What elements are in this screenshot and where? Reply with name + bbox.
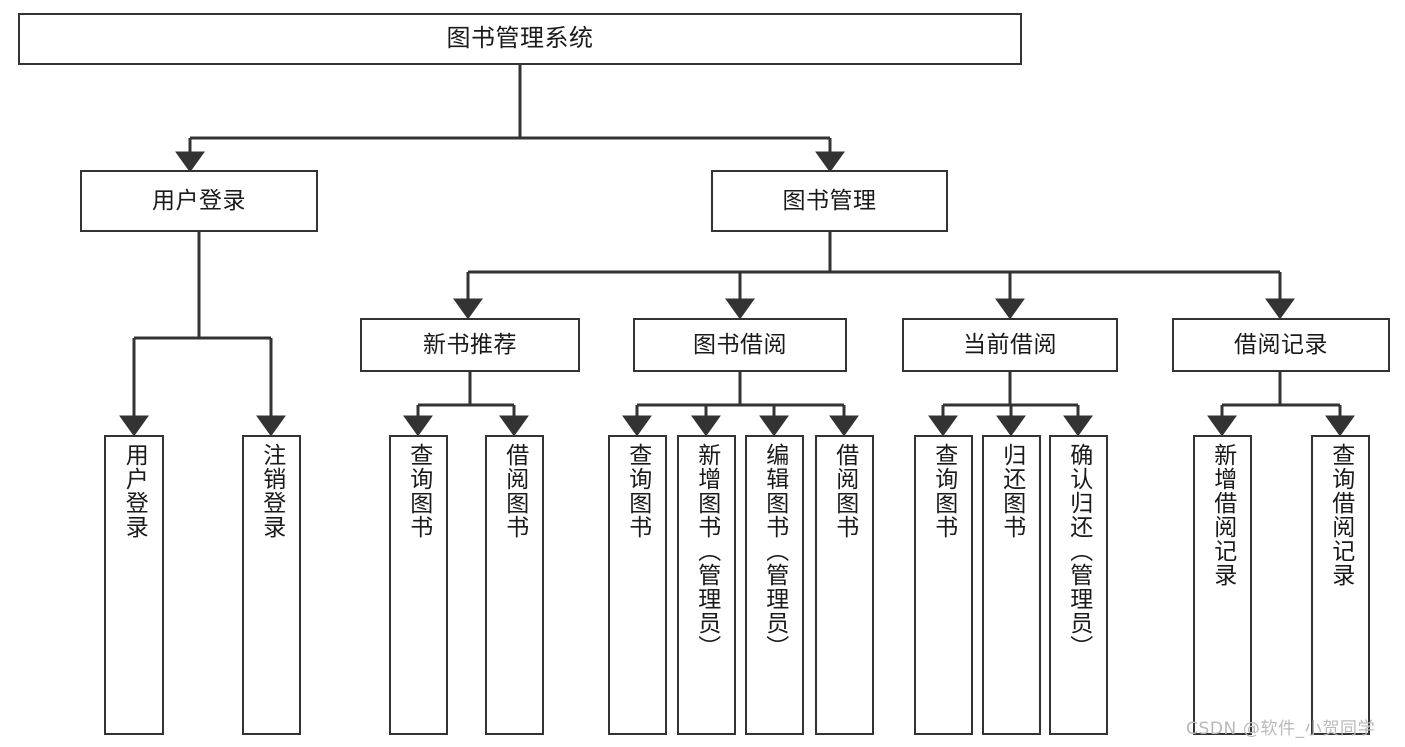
leaf-new-book-query-book[interactable]: 查询图书 (389, 435, 448, 735)
leaf-current-borrow-query-book[interactable]: 查询图书 (914, 435, 973, 735)
node-book-borrow[interactable]: 图书借阅 (633, 318, 847, 372)
leaf-user-login-logout[interactable]: 注销登录 (242, 435, 301, 735)
node-label: 确认归还（管理员） (1065, 443, 1092, 659)
node-label: 图书管理系统 (446, 24, 594, 53)
node-label: 归还图书 (998, 443, 1025, 539)
node-label: 用户登录 (152, 187, 246, 214)
node-label: 借阅图书 (831, 443, 858, 539)
node-label: 查询借阅记录 (1327, 443, 1354, 587)
leaf-book-borrow-query-book[interactable]: 查询图书 (608, 435, 667, 735)
node-label: 图书借阅 (693, 331, 787, 358)
node-label: 新增图书（管理员） (693, 443, 720, 659)
node-label: 用户登录 (121, 443, 148, 539)
leaf-borrow-record-query-record[interactable]: 查询借阅记录 (1311, 435, 1370, 735)
node-label: 借阅记录 (1234, 331, 1328, 358)
leaf-user-login-login[interactable]: 用户登录 (104, 435, 164, 735)
node-book-management[interactable]: 图书管理 (711, 170, 948, 232)
leaf-current-borrow-confirm-return-admin[interactable]: 确认归还（管理员） (1049, 435, 1108, 735)
node-label: 编辑图书（管理员） (761, 443, 788, 659)
node-label: 新书推荐 (423, 331, 517, 358)
node-label: 注销登录 (258, 443, 285, 539)
node-label: 查询图书 (930, 443, 957, 539)
leaf-current-borrow-return-book[interactable]: 归还图书 (982, 435, 1041, 735)
node-current-borrow[interactable]: 当前借阅 (902, 318, 1118, 372)
leaf-book-borrow-edit-book-admin[interactable]: 编辑图书（管理员） (745, 435, 804, 735)
leaf-book-borrow-add-book-admin[interactable]: 新增图书（管理员） (677, 435, 736, 735)
node-new-book-recommend[interactable]: 新书推荐 (360, 318, 580, 372)
node-label: 查询图书 (405, 443, 432, 539)
csdn-watermark: CSDN @软件_小贺同学 (1186, 719, 1376, 739)
node-root-book-management-system[interactable]: 图书管理系统 (18, 13, 1022, 65)
node-label: 图书管理 (782, 187, 877, 214)
leaf-borrow-record-add-record[interactable]: 新增借阅记录 (1193, 435, 1252, 735)
node-label: 查询图书 (624, 443, 651, 539)
node-borrow-record[interactable]: 借阅记录 (1172, 318, 1390, 372)
node-user-login[interactable]: 用户登录 (80, 170, 318, 232)
node-label: 借阅图书 (501, 443, 528, 539)
leaf-new-book-borrow-book[interactable]: 借阅图书 (485, 435, 544, 735)
node-label: 当前借阅 (963, 331, 1057, 358)
node-label: 新增借阅记录 (1209, 443, 1236, 587)
leaf-book-borrow-borrow-book[interactable]: 借阅图书 (815, 435, 874, 735)
